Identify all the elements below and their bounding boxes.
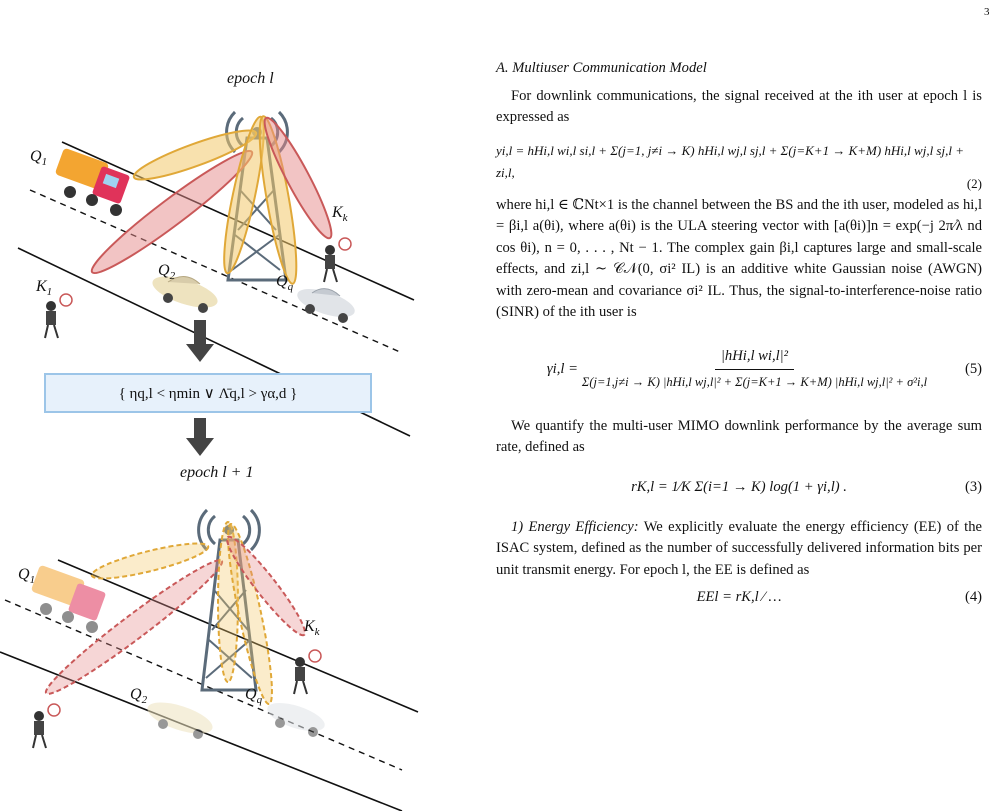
label-qq-next: Qq	[245, 686, 263, 707]
arrow-down-1	[186, 320, 214, 362]
equation-5-number: (5)	[964, 360, 982, 377]
person-kk-bottom	[293, 649, 322, 695]
equation-5: γi,l = |hHi,l wi,l|² Σ(j=1,j≠i → K) |hHi…	[496, 324, 982, 416]
label-kk-next: Kk	[304, 618, 320, 639]
car-q2-bottom	[147, 702, 213, 739]
person-k1-top	[44, 293, 73, 339]
beam-to-q2	[223, 115, 265, 275]
arrow-down-2	[186, 418, 214, 456]
text-column: A. Multiuser Communication Model For dow…	[496, 58, 982, 615]
equation-3: rK,l = 1⁄K Σ(i=1 → K) log(1 + γi,l) . (3…	[496, 459, 982, 517]
paragraph-channel-model: where hi,l ∈ ℂNt×1 is the channel betwee…	[496, 196, 983, 321]
label-q1: Q1	[30, 148, 48, 169]
system-figure: epoch l epoch l + 1 Q1 Q2 Qq K1 Kk Q1 Q2…	[0, 0, 470, 811]
equation-5-fraction: |hHi,l wi,l|² Σ(j=1,j≠i → K) |hHi,l wj,l…	[582, 346, 927, 394]
equation-5-numerator: |hHi,l wi,l|²	[714, 346, 795, 370]
condition-box: { ηq,l < ηmin ∨ Λ̄q,l > γα,d }	[44, 373, 372, 413]
epoch-l-plus-1-label: epoch l + 1	[180, 464, 254, 481]
beam-to-qq	[258, 115, 298, 285]
label-q2-next: Q2	[130, 686, 148, 707]
paragraph-downlink: For downlink communications, the signal …	[496, 87, 982, 126]
equation-2: yi,l = hHi,l wi,l si,l + Σ(j=1, j≠i → K)…	[496, 129, 982, 195]
road-dashed-line-2	[4, 599, 403, 771]
equation-4: EEl = rK,l ⁄ … (4)	[496, 581, 982, 615]
section-heading-a: A. Multiuser Communication Model	[496, 60, 707, 76]
beams-epoch-l-plus-1	[44, 521, 306, 706]
beam-to-k1-next	[44, 559, 224, 695]
equation-5-denominator: Σ(j=1,j≠i → K) |hHi,l wj,l|² + Σ(j=K+1 →…	[581, 375, 928, 389]
equation-4-number: (4)	[964, 589, 982, 606]
beam-to-qq-next	[227, 522, 273, 706]
truck-q1-top	[55, 148, 130, 216]
epoch-l-label: epoch l	[227, 70, 274, 87]
person-k1-bottom	[32, 703, 61, 749]
truck-q1-bottom	[31, 565, 106, 633]
car-q2-top	[152, 276, 218, 313]
beams-epoch-l	[90, 115, 333, 285]
label-qq: Qq	[276, 273, 294, 294]
page-number: 3	[984, 6, 990, 18]
beam-to-q1-next	[90, 542, 210, 580]
road-dashed-line	[29, 189, 401, 353]
equation-2-number: (2)	[966, 175, 982, 191]
person-kk-top	[323, 237, 352, 283]
equation-5-lhs: γi,l =	[546, 360, 578, 377]
label-k1: K1	[36, 278, 53, 299]
beam-to-q2-next	[217, 521, 239, 683]
beam-to-kk-next	[226, 535, 306, 637]
label-kk: Kk	[332, 204, 348, 225]
car-qq-top	[297, 288, 355, 323]
label-q1-next: Q1	[18, 566, 36, 587]
car-qq-bottom	[267, 703, 325, 737]
road-line-top-2	[57, 559, 419, 713]
subsection-energy-efficiency: 1) Energy Efficiency:	[511, 518, 639, 535]
paragraph-sum-rate: We quantify the multi-user MIMO downlink…	[496, 417, 982, 456]
equation-3-number: (3)	[964, 478, 982, 495]
paragraph-energy-efficiency: 1) Energy Efficiency: We explicitly eval…	[496, 518, 983, 578]
figure-drawing	[0, 110, 419, 811]
label-q2: Q2	[158, 262, 176, 283]
beam-to-kk	[263, 116, 333, 240]
